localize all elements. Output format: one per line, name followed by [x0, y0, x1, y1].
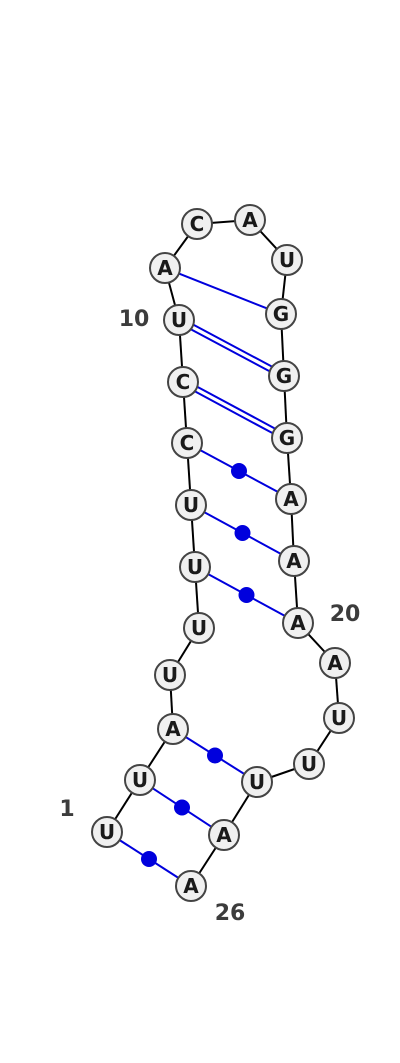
nucleotide: G — [268, 360, 300, 392]
nucleotide-circle — [271, 244, 303, 276]
nucleotide-circle — [149, 252, 181, 284]
base-pair-dot — [141, 851, 157, 867]
nucleotide: A — [282, 607, 314, 639]
base-pair-line — [190, 328, 271, 373]
nucleotide: A — [208, 819, 240, 851]
nucleotide-letter: A — [157, 256, 173, 280]
nucleotide-letter: U — [331, 706, 347, 730]
nucleotide: U — [323, 702, 355, 734]
nucleotide-circle — [179, 551, 211, 583]
nucleotide: A — [278, 545, 310, 577]
nucleotide-letter: U — [162, 663, 178, 687]
nucleotide: U — [183, 612, 215, 644]
base-pair-line — [196, 385, 276, 430]
nucleotide-circle — [157, 713, 189, 745]
base-pairs — [119, 272, 286, 879]
nucleotide: U — [154, 659, 186, 691]
nucleotide-circle — [271, 422, 303, 454]
nucleotide: A — [149, 252, 181, 284]
nucleotide-letter: A — [286, 549, 302, 573]
nucleotide-circle — [175, 489, 207, 521]
nucleotide-letter: U — [99, 820, 115, 844]
nucleotide-letter: U — [132, 768, 148, 792]
nucleotide-letter: U — [249, 770, 265, 794]
nucleotide-letter: G — [273, 302, 289, 326]
nucleotide: U — [175, 489, 207, 521]
nucleotide-circle — [275, 483, 307, 515]
nucleotide-circle — [163, 304, 195, 336]
nucleotide-letter: C — [180, 431, 195, 455]
nucleotide: A — [234, 204, 266, 236]
nucleotide: U — [271, 244, 303, 276]
nucleotide: G — [271, 422, 303, 454]
nucleotide-letter: A — [283, 487, 299, 511]
nucleotide-circle — [234, 204, 266, 236]
nucleotide-circle — [91, 816, 123, 848]
nucleotide-circle — [323, 702, 355, 734]
nucleotide-letter: U — [279, 248, 295, 272]
nucleotide-circle — [154, 659, 186, 691]
base-pair-dot — [174, 799, 190, 816]
nucleotide-circle — [167, 366, 199, 398]
nucleotide: A — [175, 870, 207, 902]
nucleotide: U — [293, 748, 325, 780]
nucleotide-letter: U — [187, 555, 203, 579]
nucleotide: A — [157, 713, 189, 745]
nucleotide: U — [241, 766, 273, 798]
nucleotide-letter: C — [176, 370, 191, 394]
nucleotide-circle — [183, 612, 215, 644]
base-pair-dot — [238, 587, 255, 603]
nucleotide-letter: A — [183, 874, 199, 898]
nucleotide-circle — [268, 360, 300, 392]
nucleotide-circle — [282, 607, 314, 639]
nucleotide-letter: U — [301, 752, 317, 776]
nucleotide: C — [167, 366, 199, 398]
nucleotide-circle — [319, 647, 351, 679]
nucleotide-letter: C — [190, 212, 205, 236]
position-labels: 1 10 20 26 — [59, 307, 360, 926]
base-pair-line — [178, 272, 268, 310]
nucleotide-letter: U — [171, 308, 187, 332]
nucleotide: U — [91, 816, 123, 848]
nucleotide-letter: A — [216, 823, 232, 847]
nucleotide-circle — [293, 748, 325, 780]
nucleotide-letter: A — [165, 717, 181, 741]
nucleotide-letter: A — [290, 611, 306, 635]
nucleotide-letter: A — [242, 208, 258, 232]
nucleotide-letter: G — [279, 426, 295, 450]
position-label-20: 20 — [330, 602, 361, 627]
nucleotide: A — [275, 483, 307, 515]
nucleotide-circle — [278, 545, 310, 577]
position-label-26: 26 — [215, 901, 246, 926]
nucleotide: G — [265, 298, 297, 330]
nucleotide-letter: U — [191, 616, 207, 640]
nucleotide-letter: A — [327, 651, 343, 675]
nucleotide: U — [179, 551, 211, 583]
base-pair-dot — [207, 747, 223, 764]
nucleotide: A — [319, 647, 351, 679]
nucleotide-circle — [171, 427, 203, 459]
nucleotide-circle — [124, 764, 156, 796]
nucleotide: U — [124, 764, 156, 796]
nucleotide-circle — [241, 766, 273, 798]
base-pair-dot — [234, 525, 251, 541]
nucleotide: C — [171, 427, 203, 459]
nucleotide-letter: G — [276, 364, 292, 388]
base-pair-dot — [231, 463, 247, 479]
base-pair-line — [194, 390, 274, 435]
nucleotide-circle — [265, 298, 297, 330]
position-label-1: 1 — [59, 797, 74, 822]
nucleotide-letter: U — [183, 493, 199, 517]
nucleotide-circle — [181, 208, 213, 240]
nucleotide: C — [181, 208, 213, 240]
nucleotide: U — [163, 304, 195, 336]
base-pair-line — [192, 323, 273, 368]
position-label-10: 10 — [119, 307, 150, 332]
nucleotide-circle — [175, 870, 207, 902]
nucleotide-circle — [208, 819, 240, 851]
